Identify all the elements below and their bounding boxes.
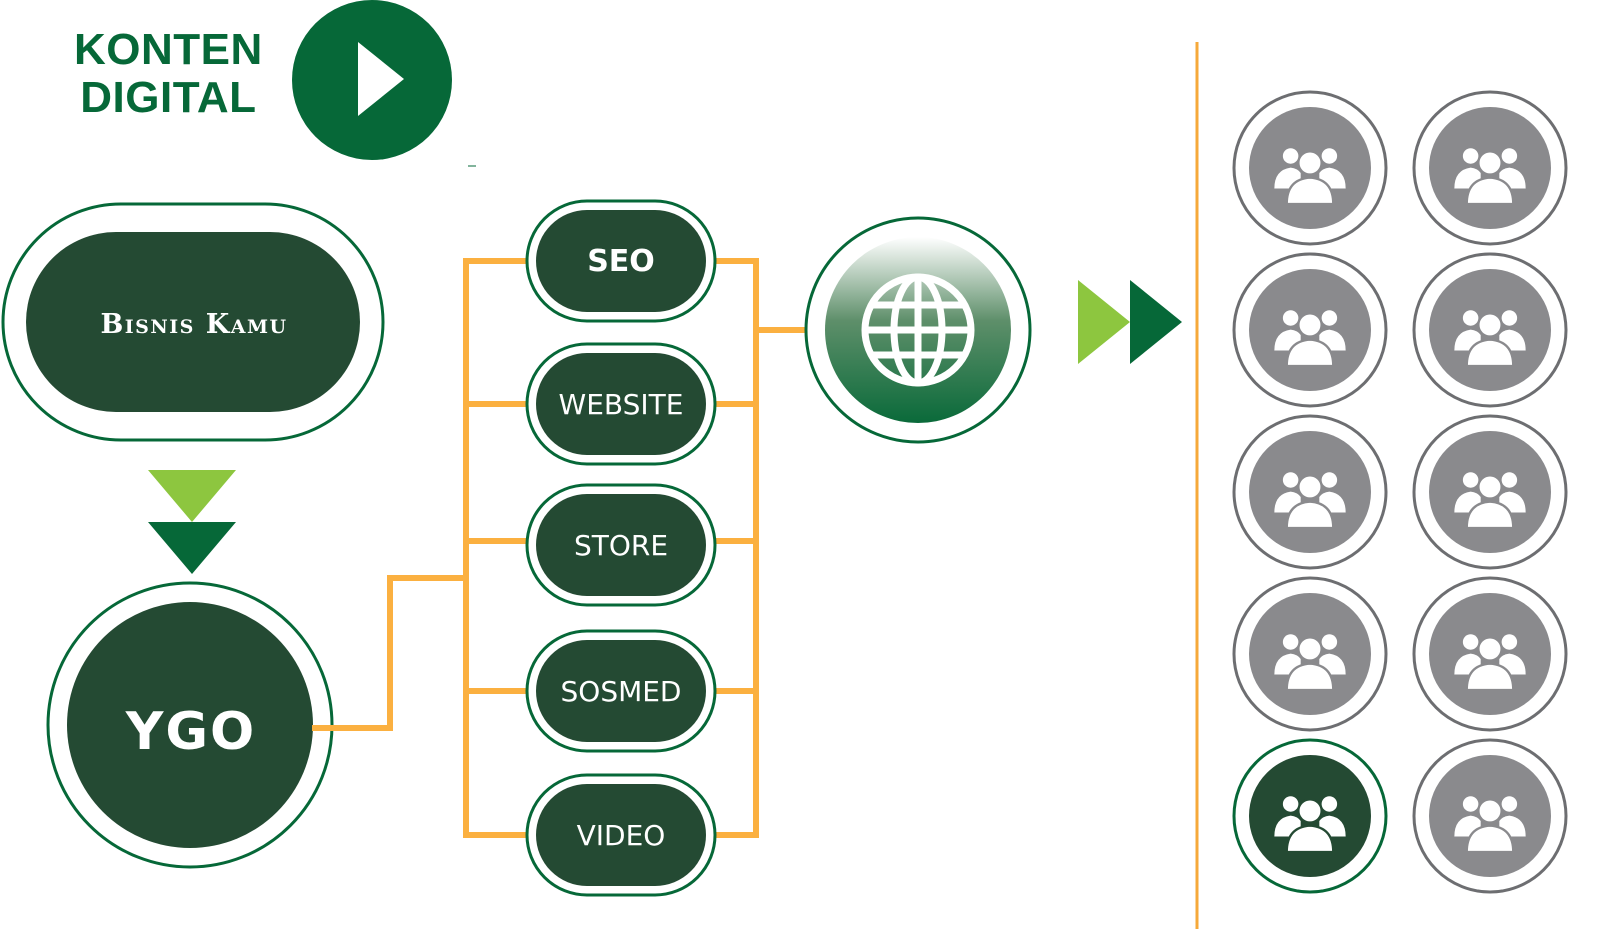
- channel-pill-seo: [525, 199, 717, 323]
- audience-node: [1412, 738, 1568, 894]
- channel-label-seo: SEO: [587, 243, 655, 279]
- hub-label: YGO: [125, 702, 257, 762]
- audience-node: [1412, 252, 1568, 408]
- business-label: Bisnis Kamu: [100, 308, 288, 340]
- audience-node: [1232, 90, 1388, 246]
- page-title: KONTEN DIGITAL: [74, 26, 263, 122]
- channel-label-website: WEBSITE: [558, 387, 684, 421]
- connector-lines: [312, 258, 830, 838]
- play-circle: [292, 0, 452, 160]
- channel-pills: [525, 199, 717, 897]
- forward-arrows-icon: [1078, 280, 1182, 364]
- web-node: [804, 216, 1032, 444]
- audience-grid: [1232, 90, 1568, 894]
- channel-pill-website: [525, 342, 717, 466]
- down-arrows-icon: [148, 470, 236, 574]
- business-node: [1, 202, 385, 442]
- audience-node: [1412, 90, 1568, 246]
- globe-icon: [861, 273, 975, 387]
- audience-node-highlighted: [1232, 738, 1388, 894]
- hub-node: [46, 581, 334, 869]
- title-line-2: DIGITAL: [80, 73, 257, 122]
- audience-node: [1412, 576, 1568, 732]
- channel-pill-store: [525, 483, 717, 607]
- channel-pill-sosmed: [525, 629, 717, 753]
- channel-label-store: STORE: [573, 528, 669, 562]
- audience-node: [1232, 414, 1388, 570]
- audience-node: [1232, 252, 1388, 408]
- play-icon: [358, 42, 404, 116]
- channel-pill-video: [525, 773, 717, 897]
- channel-label-sosmed: SOSMED: [560, 674, 682, 708]
- audience-node: [1232, 576, 1388, 732]
- audience-node: [1412, 414, 1568, 570]
- channel-label-video: VIDEO: [576, 818, 666, 852]
- title-line-1: KONTEN: [74, 25, 263, 74]
